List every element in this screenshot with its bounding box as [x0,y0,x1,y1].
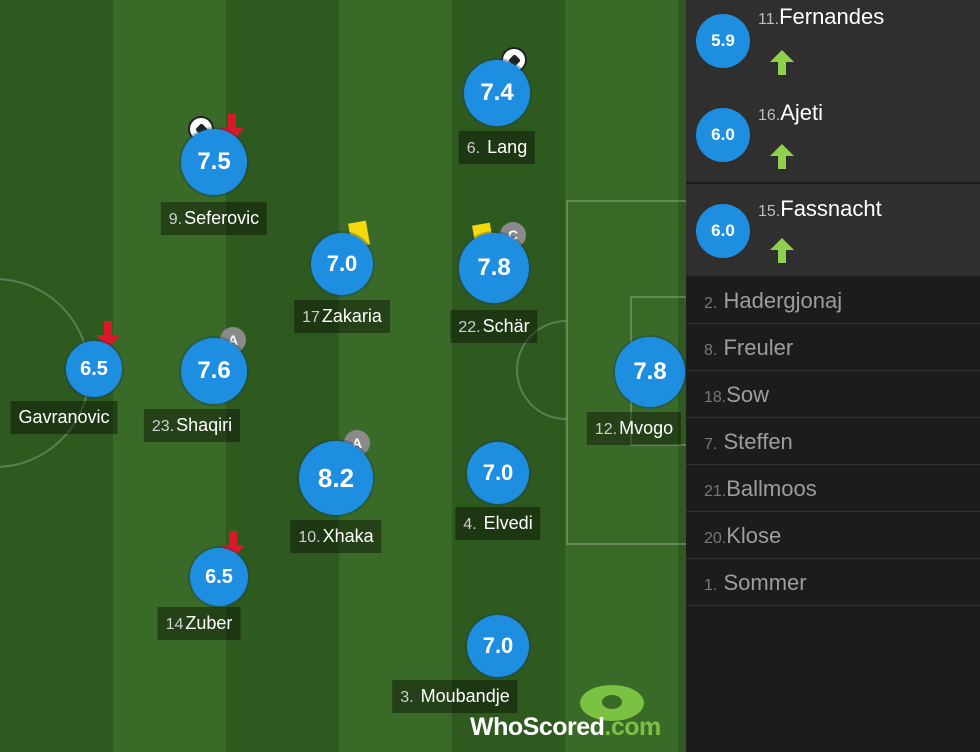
player-name: 22.Schär [450,310,538,343]
player-rating: 7.4 [464,60,530,126]
player-name: 10.Xhaka [290,520,382,553]
player-name: 3. Moubandje [392,680,518,713]
player-name: 12.Mvogo [586,412,682,445]
unused-name: 1. Sommer [704,570,807,595]
player-name: 23.Shaqiri [143,409,241,442]
up-arrow-icon [770,50,794,76]
unused-row[interactable]: 1. Sommer [686,560,980,606]
player-rating: 6.5 [66,341,122,397]
sub-rating: 5.9 [696,14,750,68]
unused-row[interactable]: 2. Hadergjonaj [686,278,980,324]
logo-text: WhoScored.com [470,713,661,741]
player-name: 4. Elvedi [455,507,541,540]
sub-row-fassnacht[interactable]: 6.0 15.Fassnacht [686,184,980,278]
player-rating: 7.5 [181,129,247,195]
player-name: 6. Lang [458,131,536,164]
unused-row[interactable]: 7. Steffen [686,419,980,465]
player-rating: 7.6 [181,338,247,404]
sub-name: 15.Fassnacht [758,196,882,221]
player-rating: 8.2 [299,441,373,515]
unused-name: 18.Sow [704,382,770,407]
sub-row-ajeti[interactable]: 6.0 16.Ajeti [686,88,980,184]
penalty-box [566,200,686,545]
unused-name: 2. Hadergjonaj [704,288,843,313]
player-name: 9.Seferovic [160,202,268,235]
player-rating: 7.8 [459,233,529,303]
player-rating: 7.0 [467,442,529,504]
unused-row[interactable]: 20.Klose [686,513,980,559]
unused-name: 20.Klose [704,523,782,548]
unused-row[interactable]: 8. Freuler [686,325,980,371]
sub-name: 11.Fernandes [758,4,885,29]
unused-row[interactable]: 18.Sow [686,372,980,418]
unused-name: 7. Steffen [704,429,793,454]
sub-rating: 6.0 [696,108,750,162]
player-rating: 7.0 [311,233,373,295]
logo-bubble-icon [580,685,644,721]
player-rating: 7.8 [615,337,685,407]
unused-row[interactable]: 21.Ballmoos [686,466,980,512]
unused-name: 8. Freuler [704,335,794,360]
bench-panel: 5.9 11.Fernandes 6.0 16.Ajeti 6.0 15.Fas… [686,0,980,752]
sub-name: 16.Ajeti [758,100,824,125]
player-rating: 6.5 [190,548,248,606]
player-name: Gavranovic [10,401,118,434]
up-arrow-icon [770,144,794,170]
player-rating: 7.0 [467,615,529,677]
unused-name: 21.Ballmoos [704,476,817,501]
sub-row-fernandes[interactable]: 5.9 11.Fernandes [686,0,980,94]
sub-rating: 6.0 [696,204,750,258]
whoscored-logo: WhoScored.com [470,685,680,745]
up-arrow-icon [770,238,794,264]
